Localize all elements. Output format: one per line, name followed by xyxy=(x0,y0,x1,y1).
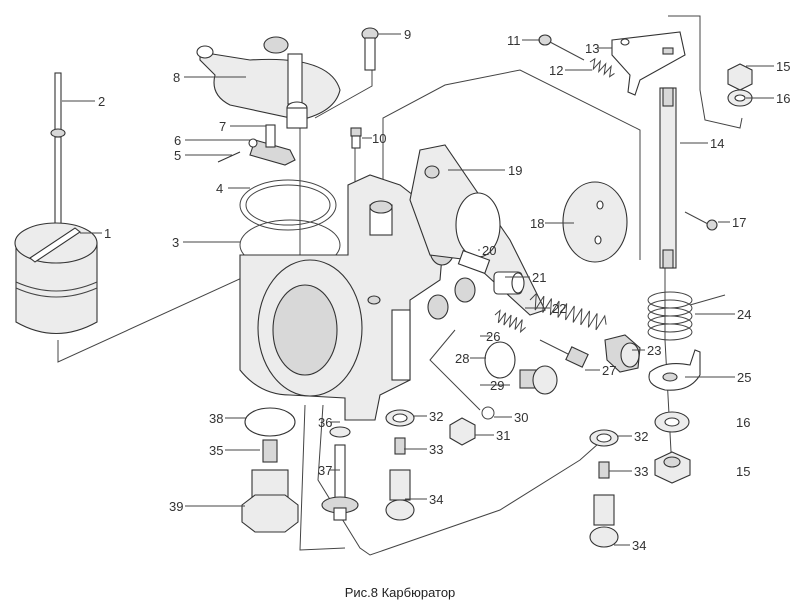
callout-35: 35 xyxy=(209,443,223,458)
part-36-washer xyxy=(329,426,351,438)
part-26-spring xyxy=(494,309,526,334)
callout-6: 6 xyxy=(174,133,181,148)
part-17-screw xyxy=(684,211,718,231)
carburetor-body xyxy=(239,174,476,421)
part-27-mixture-screw xyxy=(539,339,589,368)
part-22-spring xyxy=(529,292,607,331)
callout-24: 24 xyxy=(737,307,751,322)
callout-4: 4 xyxy=(216,181,223,196)
callout-29: 29 xyxy=(490,378,504,393)
callout-23: 23 xyxy=(647,343,661,358)
part-35-main-jet xyxy=(262,439,278,463)
callout-labels: 2 1 3 4 5 6 7 8 9 10 11 12 13 14 15 16 1… xyxy=(98,27,790,553)
callout-39: 39 xyxy=(169,499,183,514)
part-38-gasket xyxy=(244,407,296,437)
part-25-stop-lever xyxy=(648,349,701,391)
callout-20: 20 xyxy=(482,243,496,258)
callout-11: 11 xyxy=(507,33,521,48)
part-5-6-7-float-lever xyxy=(217,124,296,166)
part-10-plug xyxy=(350,127,362,149)
callout-36: 36 xyxy=(318,415,332,430)
callout-1: 1 xyxy=(104,226,111,241)
figure-caption: Рис.8 Карбюратор xyxy=(344,585,456,600)
part-12-spring xyxy=(589,57,615,78)
callout-30: 30 xyxy=(514,410,528,425)
callout-2: 2 xyxy=(98,94,105,109)
part-32-washer-middle xyxy=(385,409,415,427)
callout-34-middle: 34 xyxy=(429,492,443,507)
callout-15-top: 15 xyxy=(776,59,790,74)
callout-32-middle: 32 xyxy=(429,409,443,424)
callout-25: 25 xyxy=(737,370,751,385)
part-8-float-chamber-cover xyxy=(196,36,341,129)
part-23-plug xyxy=(604,334,641,373)
part-21-bushing xyxy=(493,271,525,295)
part-15-nut-bottom xyxy=(654,451,691,484)
callout-19: 19 xyxy=(508,163,522,178)
callout-33-right: 33 xyxy=(634,464,648,479)
part-34-jet-holder-right xyxy=(589,494,619,548)
part-4-gasket xyxy=(239,179,337,231)
callout-34-right: 34 xyxy=(632,538,646,553)
callout-7: 7 xyxy=(219,119,226,134)
callout-14: 14 xyxy=(710,136,724,151)
part-11-adjusting-screw xyxy=(538,34,585,61)
callout-26: 26 xyxy=(486,329,500,344)
callout-5: 5 xyxy=(174,148,181,163)
callout-31: 31 xyxy=(496,428,510,443)
callout-15-bottom: 15 xyxy=(736,464,750,479)
callout-32-right: 32 xyxy=(634,429,648,444)
part-39-plug xyxy=(241,469,299,533)
callout-21: 21 xyxy=(532,270,546,285)
part-16-washer-bottom xyxy=(654,411,690,433)
callout-16-top: 16 xyxy=(776,91,790,106)
callout-37: 37 xyxy=(318,463,332,478)
part-15-nut-top xyxy=(727,63,753,91)
callout-22: 22 xyxy=(552,301,566,316)
part-13-throttle-lever xyxy=(611,31,686,96)
part-16-washer-top xyxy=(727,89,753,107)
part-29-plug xyxy=(519,365,558,395)
callout-16-bottom: 16 xyxy=(736,415,750,430)
part-9-screw xyxy=(361,27,379,71)
part-33-jet-middle xyxy=(394,437,406,455)
part-28-washer xyxy=(484,341,516,379)
part-34-jet-holder-middle xyxy=(385,469,415,521)
callout-13: 13 xyxy=(585,41,599,56)
part-18-throttle-plate xyxy=(562,181,628,263)
callout-3: 3 xyxy=(172,235,179,250)
part-37-emulsion-tube xyxy=(321,444,359,521)
callout-10: 10 xyxy=(372,131,386,146)
callout-leader-lines xyxy=(62,33,774,546)
callout-18: 18 xyxy=(530,216,544,231)
part-24-return-spring xyxy=(647,291,726,341)
part-1-float xyxy=(14,222,98,335)
callout-17: 17 xyxy=(732,215,746,230)
callout-27: 27 xyxy=(602,363,616,378)
callout-38: 38 xyxy=(209,411,223,426)
callout-9: 9 xyxy=(404,27,411,42)
part-30-lock-washer xyxy=(481,406,495,420)
callout-8: 8 xyxy=(173,70,180,85)
callout-33-middle: 33 xyxy=(429,442,443,457)
part-31-nut xyxy=(449,417,476,446)
part-20-idle-jet xyxy=(457,249,491,275)
part-14-throttle-shaft xyxy=(659,87,677,269)
callout-12: 12 xyxy=(549,63,563,78)
part-33-jet-right xyxy=(598,461,610,479)
callout-28: 28 xyxy=(455,351,469,366)
part-2-float-needle xyxy=(50,72,66,228)
part-32-washer-right xyxy=(589,429,619,447)
